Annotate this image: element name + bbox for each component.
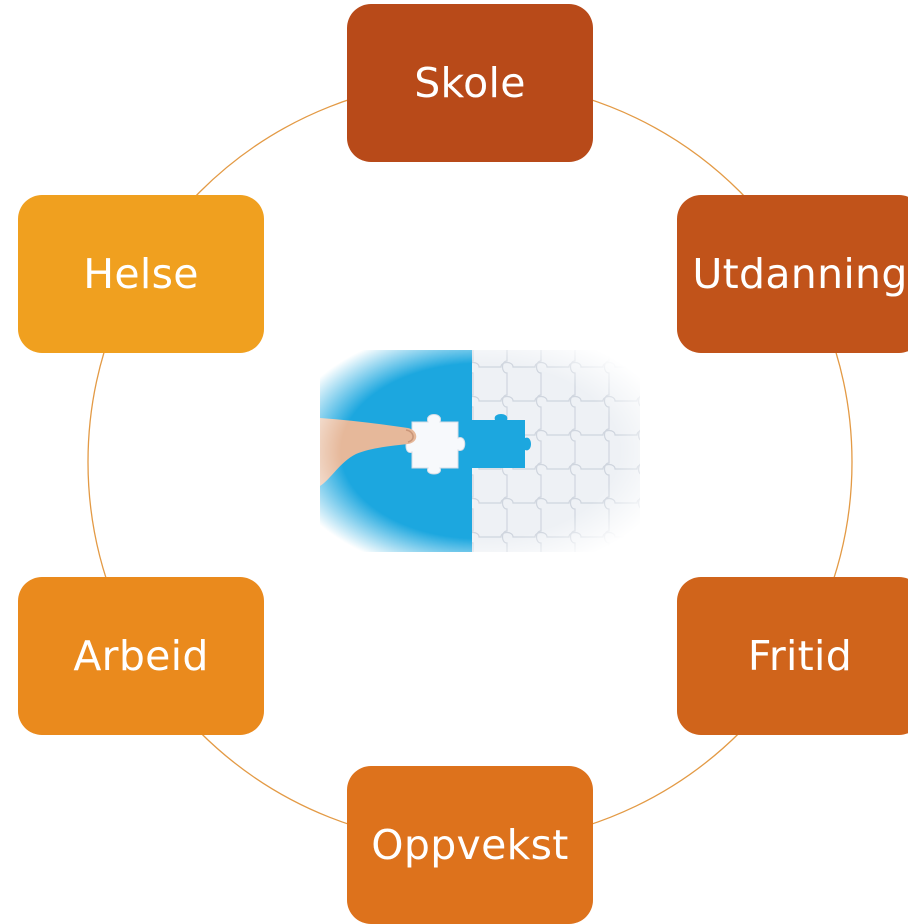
- node-skole[interactable]: Skole: [347, 4, 593, 162]
- node-label: Arbeid: [73, 632, 209, 680]
- node-fritid[interactable]: Fritid: [677, 577, 908, 735]
- node-label: Fritid: [747, 632, 853, 680]
- node-helse[interactable]: Helse: [18, 195, 264, 353]
- puzzle-hand-icon: [320, 350, 640, 552]
- node-label: Oppvekst: [371, 821, 569, 869]
- node-label: Helse: [83, 250, 199, 298]
- puzzle-hand-image: [320, 350, 640, 552]
- node-utdanning[interactable]: Utdanning: [677, 195, 908, 353]
- node-label: Utdanning: [692, 250, 908, 298]
- node-arbeid[interactable]: Arbeid: [18, 577, 264, 735]
- node-label: Skole: [414, 59, 526, 107]
- node-oppvekst[interactable]: Oppvekst: [347, 766, 593, 924]
